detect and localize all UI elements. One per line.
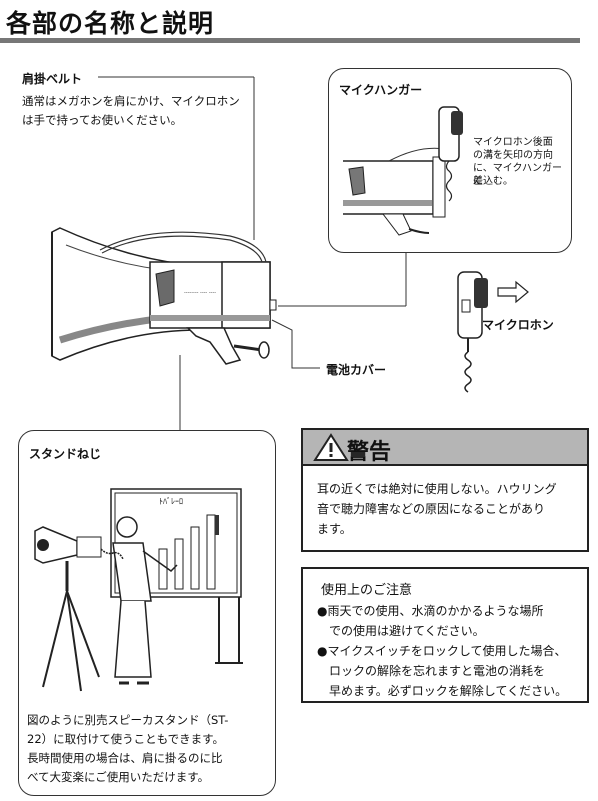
caution-item-1-line-2: での使用は避けてください。 (317, 624, 485, 638)
page-title: 各部の名称と説明 (6, 9, 215, 38)
stand-screw-desc-2: 22）に取付けて使うこともできます。 (27, 732, 225, 746)
warning-header: 警告 (303, 430, 587, 466)
megaphone-body: -------- ---- ---- (51, 227, 277, 365)
stand-screw-desc-1: 図のように別売スピーカスタンド（ST- (27, 713, 229, 727)
stand-screw-desc-3: 長時間使用の場合は、肩に掛るのに比 (27, 751, 223, 765)
mic-hanger-note-4: 差込む。 (473, 176, 513, 187)
shoulder-belt-label: 肩掛ベルト (22, 72, 83, 86)
shoulder-belt-desc-1: 通常はメガホンを肩にかけ、マイクロホン (22, 94, 240, 108)
warning-body-2: 音で聴力障害などの原因になることがあり (317, 502, 546, 516)
stand-screw-desc-4: べて大変楽にご使用いただけます。 (27, 770, 210, 784)
board-text: ﾄﾊﾞﾚｰﾛ (159, 497, 183, 506)
warning-box: 警告 耳の近くでは絶対に使用しない。ハウリング 音で聴力障害などの原因になること… (301, 428, 589, 552)
warning-triangle-icon (313, 433, 349, 461)
stand-screw-label: スタンドねじ (29, 447, 102, 461)
caution-title: 使用上のご注意 (321, 583, 413, 598)
insert-arrow-icon (497, 280, 529, 304)
mic-hanger-note-3: に、マイクハンガーに (473, 163, 562, 187)
mic-hanger-illustration (343, 106, 463, 236)
stand-usage-illustration (34, 488, 243, 692)
microphone-illustration (457, 271, 488, 393)
svg-text:-------- ---- ----: -------- ---- ---- (184, 290, 216, 296)
mic-hanger-label: マイクハンガー (339, 83, 423, 97)
caution-item-2-line-1: ●マイクスイッチをロックして使用した場合、 (317, 644, 567, 658)
shoulder-belt-desc-2: は手で持ってお使いください。 (22, 113, 183, 127)
caution-item-2-line-3: 早めます。必ずロックを解除してください。 (317, 684, 568, 698)
caution-item-2-line-2: ロックの解除を忘れますと電池の消耗を (317, 664, 546, 678)
warning-title: 警告 (347, 440, 392, 465)
microphone-label: マイクロホン (482, 318, 554, 332)
caution-box: 使用上のご注意 ●雨天での使用、水滴のかかるような場所 での使用は避けてください… (301, 567, 589, 703)
mic-hanger-note-1: マイクロホン後面 (473, 137, 553, 148)
warning-body-1: 耳の近くでは絶対に使用しない。ハウリング (317, 482, 557, 496)
mic-hanger-panel: マイクハンガー マイクロホン後面 の溝を矢印の方向 に、マイクハンガーに 差込む… (328, 68, 572, 253)
title-underline (0, 38, 580, 43)
battery-cover-label: 電池カバー (326, 363, 387, 377)
stand-screw-panel: スタンドねじ ﾄﾊﾞﾚｰﾛ 図のように別売スピーカスタンド（ST- 22）に取付… (18, 430, 276, 796)
caution-item-1-line-1: ●雨天での使用、水滴のかかるような場所 (317, 604, 544, 618)
warning-body-3: ます。 (317, 522, 352, 536)
mic-hanger-note-2: の溝を矢印の方向 (473, 150, 553, 161)
